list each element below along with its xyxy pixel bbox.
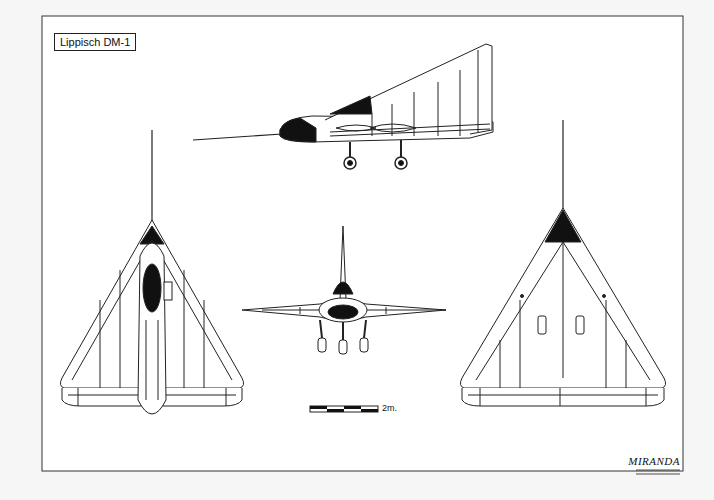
sheet-border (42, 16, 683, 471)
front-view (242, 226, 446, 354)
signature: MIRANDA (628, 455, 680, 467)
bottom-view (460, 120, 665, 406)
title-box: Lippisch DM-1 (54, 33, 136, 51)
scale-bar (310, 406, 378, 412)
signature-underline (636, 470, 680, 474)
side-view (193, 44, 493, 169)
scale-label: 2m. (382, 403, 397, 413)
top-view (60, 130, 243, 414)
